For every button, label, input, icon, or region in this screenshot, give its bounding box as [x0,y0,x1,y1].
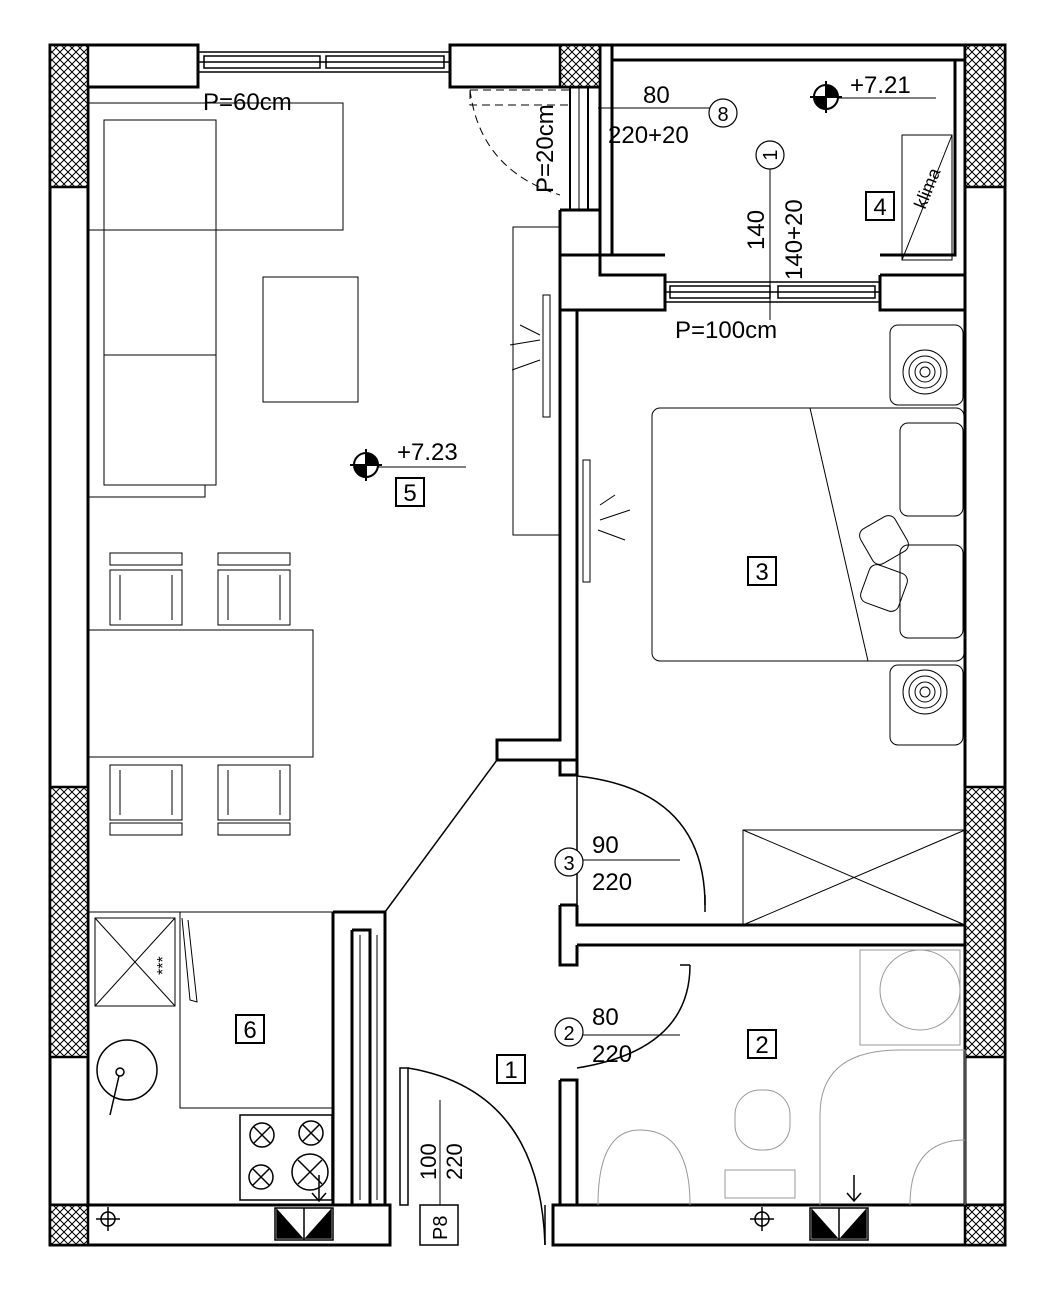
dining-chairs [109,552,291,836]
door-1-width: 140 [743,210,770,250]
crosshair-icon [96,1207,774,1231]
entry-door-width: 100 [416,1143,441,1180]
entry-door-height: 220 [442,1143,467,1180]
sofa [87,102,344,498]
room-number-boxes [235,191,895,1084]
level-marker-icon [350,81,842,481]
climate-unit [901,134,953,261]
room-1-label: 1 [504,1057,517,1084]
tv-unit-bedroom [582,459,631,583]
balcony-door [469,86,589,211]
door-3-tag: 3 [563,853,574,875]
sink-icon [96,1039,158,1116]
stove-icon [239,1114,333,1201]
tv-unit [509,226,561,536]
room-2-label: 2 [755,1032,768,1059]
door-swings [399,775,706,1246]
partition-diagonal [384,759,498,913]
stove-mark: *** [155,956,172,975]
dimension-lines [366,97,936,1205]
parapet-balcony-door: P=20cm [532,104,559,193]
door-2-width: 80 [592,1004,619,1031]
entry-code: P8 [430,1216,452,1240]
door-2-height: 220 [592,1041,632,1068]
wardrobe [742,829,966,926]
shaft [359,935,378,1200]
klima-label: klima [910,164,945,211]
door-2-tag: 2 [563,1023,574,1045]
door-tag-circles [554,98,785,1047]
door-8-width: 80 [643,82,670,109]
bathroom-fixtures [597,949,966,1206]
entry-code-box [419,1204,459,1246]
bed [651,407,965,662]
parapet-balcony-window: P=100cm [675,317,777,344]
interior-walls [331,255,965,1205]
room-3-label: 3 [755,559,768,586]
dining-table [87,629,314,758]
door-1-height: 140+20 [781,199,808,280]
living-window [197,51,451,73]
balcony-window [664,281,881,303]
room-4-label: 4 [873,194,886,221]
door-3-width: 90 [592,832,619,859]
door-8-tag: 8 [717,104,728,126]
parapet-living-window: P=60cm [203,89,292,116]
meter-box-icon [274,1175,869,1241]
kitchen-counter [88,911,333,1109]
exterior-walls [48,43,1007,1247]
door-1-tag: 1 [760,149,782,160]
room-6-label: 6 [243,1017,256,1044]
door-3-height: 220 [592,869,632,896]
hatched-columns [48,43,1007,1247]
lamp-icon [889,324,964,746]
level-living: +7.23 [397,439,458,466]
door-8-height: 220+20 [608,122,689,149]
coffee-table [262,276,359,403]
balcony-outline [558,43,967,312]
level-balcony: +7.21 [850,72,911,99]
room-5-label: 5 [403,480,416,507]
